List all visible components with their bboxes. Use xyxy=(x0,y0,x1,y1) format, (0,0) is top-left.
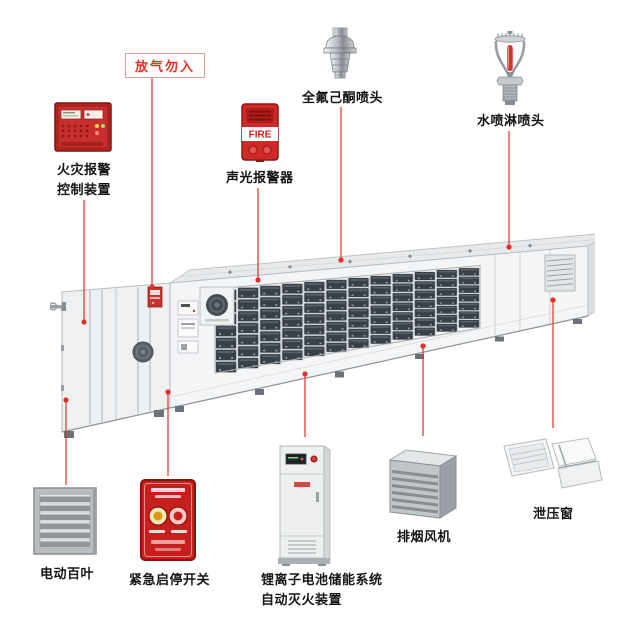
electric-louver-image xyxy=(33,487,99,557)
door-alarm-box xyxy=(147,286,163,308)
sound-light-alarm-image: FIRE xyxy=(238,102,282,162)
exhaust-fan-label: 排烟风机 xyxy=(397,529,452,544)
gas-release-warning-sign: 放气勿入 xyxy=(125,53,206,78)
emergency-switch-label: 紧急启停开关 xyxy=(129,572,211,587)
suppression-label: 锂离子电池储能系统 自动灭火装置 xyxy=(261,570,383,609)
louver-label: 电动百叶 xyxy=(40,566,95,581)
panel-buttons xyxy=(61,124,89,138)
novec-nozzle-label: 全氟己酮喷头 xyxy=(302,90,384,105)
container-door-face xyxy=(50,282,171,433)
relief-window-label: 泄压窗 xyxy=(533,506,574,521)
suppression-label-line1: 锂离子电池储能系统 xyxy=(261,572,383,587)
container-far-end-face xyxy=(587,240,595,317)
sprinkler-head-image xyxy=(486,30,534,108)
hvac-unit-icon xyxy=(199,286,235,326)
fire-text: FIRE xyxy=(249,130,272,141)
front-control-panels xyxy=(177,300,199,354)
sprinkler-label: 水喷淋喷头 xyxy=(477,113,545,128)
front-right-cabinet xyxy=(494,249,576,337)
exhaust-fan-image xyxy=(384,438,462,522)
fire-alarm-control-panel-image xyxy=(54,102,112,152)
fire-alarm-label-line1: 火灾报警 xyxy=(57,162,112,177)
fire-alarm-label-line2: 控制装置 xyxy=(57,181,112,197)
suppression-label-line2: 自动灭火装置 xyxy=(261,591,343,607)
fire-alarm-label: 火灾报警 控制装置 xyxy=(57,160,111,199)
emergency-switch-image xyxy=(139,478,197,562)
door-handle-icon xyxy=(50,302,66,311)
storage-container-image xyxy=(50,225,595,440)
battery-rack-grid xyxy=(214,264,481,374)
relief-window-image xyxy=(502,430,604,502)
door-vent-fan-icon xyxy=(132,341,154,363)
container-base xyxy=(61,315,589,438)
novec-nozzle-image xyxy=(318,26,362,82)
sound-alarm-label: 声光报警器 xyxy=(226,170,294,185)
container-front-face xyxy=(169,245,589,409)
suppression-cabinet-image xyxy=(276,440,334,566)
